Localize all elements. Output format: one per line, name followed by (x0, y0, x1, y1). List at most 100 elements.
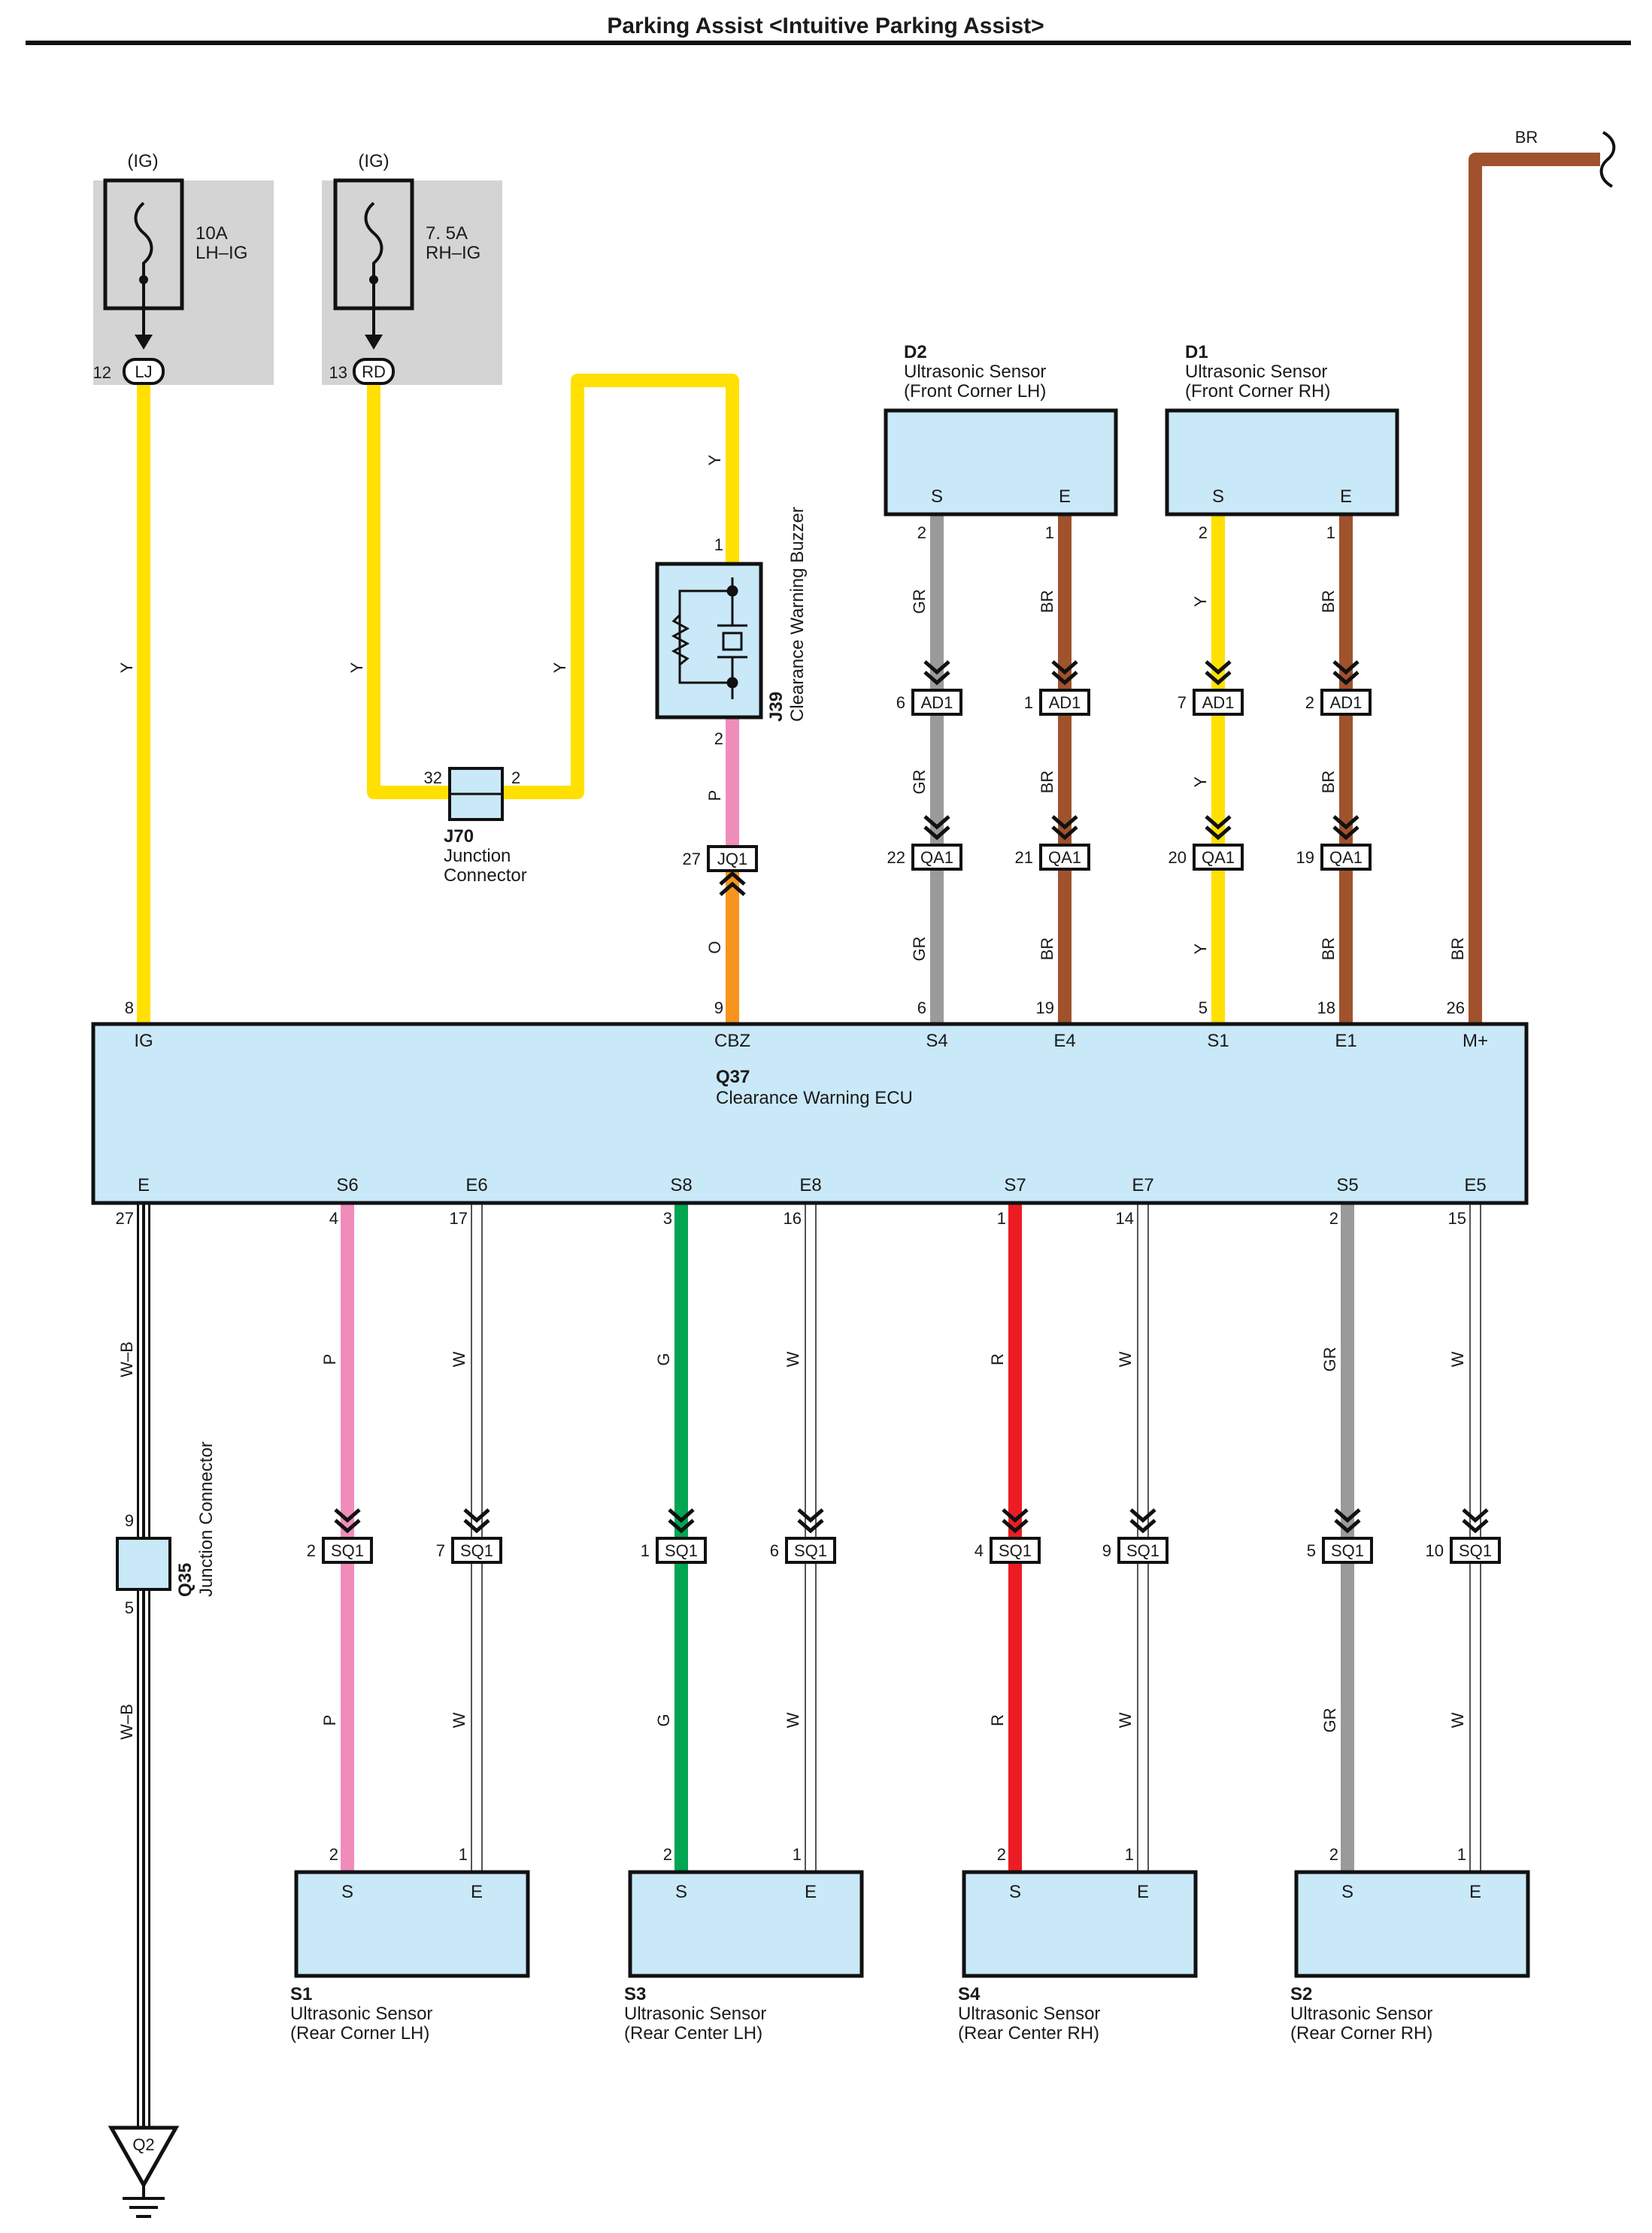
qa1-connector (1320, 844, 1372, 871)
ecu-pin-label: IG (134, 1031, 153, 1051)
wire-color-label: Y (550, 662, 569, 673)
q35-junction-connector: 9 5 Q35 Junction Connector (116, 1441, 217, 1617)
sensor-code: S3 (624, 1984, 646, 2004)
buzzer-code: J39 (766, 692, 787, 722)
wire-color-label: BR (1319, 590, 1338, 614)
ecu-pin-number: 27 (116, 1209, 134, 1228)
ecu-pin-number: 18 (1317, 998, 1335, 1017)
q35-pin-bottom: 5 (125, 1598, 134, 1617)
sensor-pin-e: 1 (1125, 1845, 1134, 1864)
sensor-code: D1 (1185, 342, 1208, 362)
sensor-pin-e: 1 (1457, 1845, 1466, 1864)
fuse-pin-number: 12 (93, 363, 111, 382)
sensor-name: Ultrasonic Sensor (904, 362, 1046, 382)
sq1-pin: 7 (436, 1541, 445, 1560)
wire-color-label: R (988, 1353, 1007, 1365)
fuse-rh-ig: (IG) 7. 5A RH–IG 13 RD (322, 151, 502, 385)
j70-code: J70 (444, 826, 474, 847)
sq1-pin: 10 (1426, 1541, 1444, 1560)
ad1-connector (911, 689, 962, 716)
jq1-pin-number: 27 (683, 850, 701, 868)
fuse-rating: 10A (196, 223, 228, 244)
wire-color-label: GR (1320, 1347, 1339, 1372)
sensor-pin-s: 2 (917, 523, 926, 542)
sensor-name: Ultrasonic Sensor (958, 2004, 1100, 2024)
wire-color-label: W–B (117, 1341, 136, 1377)
fuse-connector-code: RD (362, 362, 386, 381)
sensor-name: Ultrasonic Sensor (1290, 2004, 1432, 2024)
wire-break-icon (1599, 131, 1616, 188)
ecu-pin-number: 2 (1329, 1209, 1338, 1228)
sensor-terminal-s: S (341, 1882, 353, 1902)
sq1-pin: 1 (641, 1541, 650, 1560)
ecu-pin-label: E7 (1132, 1175, 1153, 1195)
sq1-connector (1322, 1537, 1373, 1564)
sq1-connector (451, 1537, 502, 1564)
wire-ig-rh (367, 385, 454, 799)
ecu-pin-label: E5 (1464, 1175, 1486, 1195)
title-rule (26, 41, 1631, 45)
sensor-name: Ultrasonic Sensor (624, 2004, 766, 2024)
wire-color-label: BR (1448, 938, 1467, 961)
wire-color-label: BR (1038, 771, 1056, 794)
fuse-pin-number: 13 (329, 363, 347, 382)
wire-color-label: O (705, 941, 724, 953)
chevron-down-icon (1051, 660, 1078, 686)
ecu-pin-number: 26 (1447, 998, 1465, 1017)
chevron-down-icon (668, 1508, 695, 1534)
qa1-pin: 21 (1015, 848, 1033, 867)
wire-color-label: R (988, 1714, 1007, 1726)
chevron-down-icon (797, 1508, 824, 1534)
ecu-pin-number: 8 (125, 998, 134, 1017)
wire-color-label: BR (1319, 771, 1338, 794)
j70-pin-left: 32 (424, 768, 442, 787)
ecu-pin-number: 15 (1448, 1209, 1466, 1228)
wire-color-label: Y (1191, 595, 1210, 607)
sensor-pin-s: 2 (663, 1845, 672, 1864)
fuse-supply-label: (IG) (358, 151, 389, 171)
ground-q2: Q2 (108, 2125, 180, 2218)
ad1-connector (1193, 689, 1244, 716)
sensor-terminal-s: S (675, 1882, 687, 1902)
sq1-pin: 2 (307, 1541, 316, 1560)
ecu-pin-number: 17 (450, 1209, 468, 1228)
wire-color-label: Y (347, 662, 366, 673)
upper-wire-labels: Y Y Y Y P O GR GR GR BR BR BR Y Y Y BR B… (117, 128, 1538, 962)
sq1-connector (322, 1537, 373, 1564)
fuse-supply-label: (IG) (127, 151, 158, 171)
wire-j70-buzzer (501, 374, 739, 799)
buzzer-name: Clearance Warning Buzzer (787, 507, 808, 722)
jq1-connector (707, 845, 758, 872)
wire-color-label: W–B (117, 1704, 136, 1740)
wire-color-label: W (1116, 1712, 1135, 1728)
sq1-connector-code: SQ1 (331, 1541, 364, 1560)
sensor-terminal-e: E (1469, 1882, 1481, 1902)
ecu-pin-label: M+ (1463, 1031, 1488, 1051)
sq1-connector-code: SQ1 (999, 1541, 1032, 1560)
sq1-connector (990, 1537, 1041, 1564)
q35-body (116, 1537, 171, 1591)
sensor-terminal-e: E (805, 1882, 817, 1902)
qa1-connector (1193, 844, 1244, 871)
wire-color-label: W (450, 1712, 468, 1728)
sensor-body (884, 408, 1118, 517)
rear-sensor-s3: 2 1 S E S3 Ultrasonic Sensor (Rear Cente… (624, 1845, 864, 2044)
sensor-pin-s: 2 (1199, 523, 1208, 542)
wire-color-label: GR (910, 937, 929, 962)
chevron-down-icon (923, 815, 950, 841)
ecu-pin-label: S1 (1207, 1031, 1229, 1051)
front-sensor-d1: D1 Ultrasonic Sensor (Front Corner RH) S… (1165, 342, 1399, 542)
sensor-location: (Rear Center LH) (624, 2023, 762, 2044)
wire-color-label: Y (705, 454, 724, 465)
rear-inline-connectors: SQ1 2 SQ1 7 SQ1 1 SQ1 6 SQ1 4 SQ1 9 SQ1 … (307, 1508, 1501, 1564)
wire-color-label: W (450, 1351, 468, 1367)
ecu-pin-number: 4 (329, 1209, 338, 1228)
wire-color-label: GR (910, 770, 929, 795)
sensor-pin-s: 2 (1329, 1845, 1338, 1864)
ad1-connector-code: AD1 (1330, 693, 1363, 712)
sq1-connector (1450, 1537, 1501, 1564)
ad1-pin: 2 (1305, 693, 1314, 712)
wire-color-label: G (654, 1353, 673, 1365)
chevron-down-icon (1129, 1508, 1156, 1534)
